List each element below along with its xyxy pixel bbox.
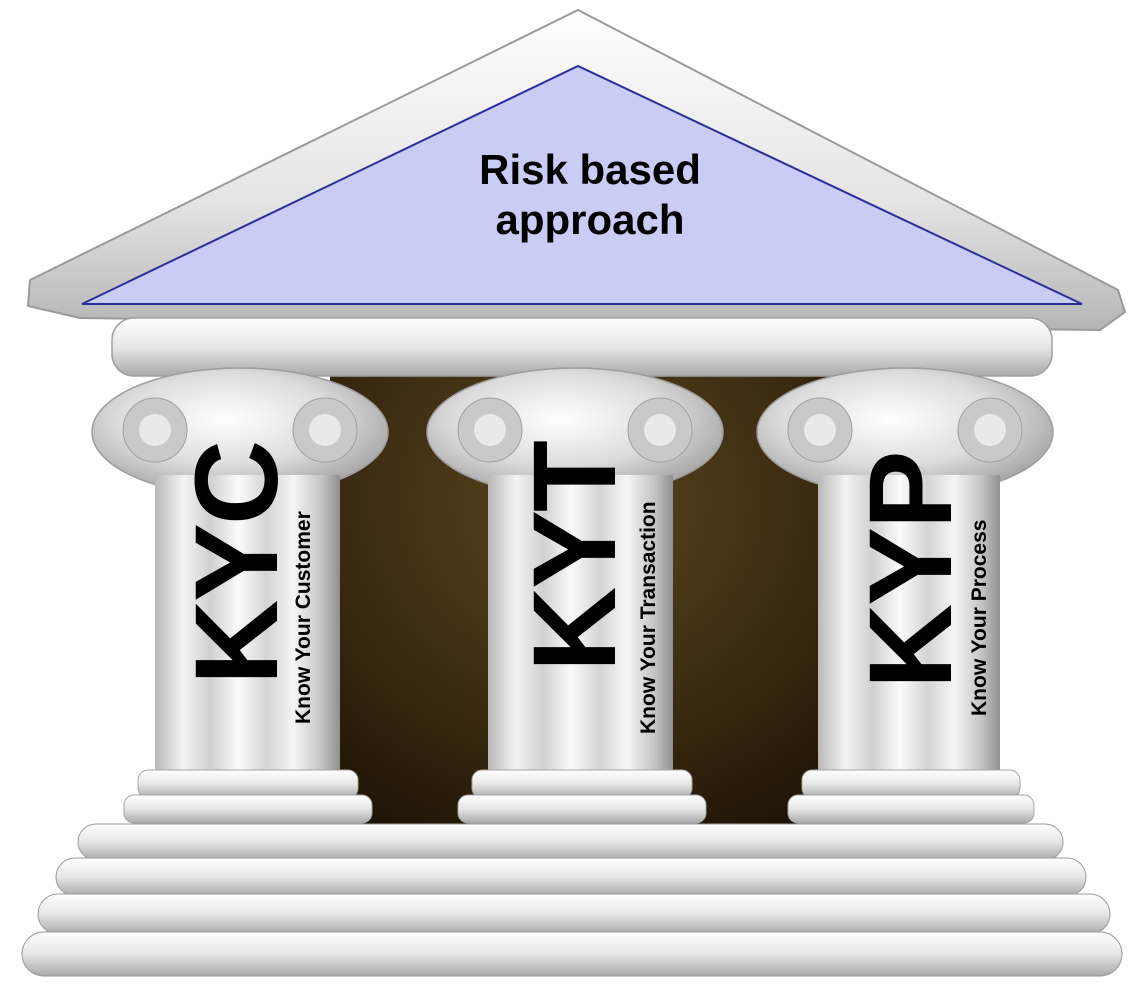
roof-title: Risk based approach xyxy=(390,145,790,245)
column-kyt xyxy=(426,367,724,824)
pillar-abbr-kyc: KYC xyxy=(171,441,303,685)
temple-steps xyxy=(21,823,1123,977)
pillar-full-kyp: Know Your Process xyxy=(968,519,991,716)
pillar-full-kyt: Know Your Transaction xyxy=(637,501,660,734)
roof-title-line1: Risk based xyxy=(479,146,701,193)
column-kyc xyxy=(91,367,389,824)
roof-title-line2: approach xyxy=(495,196,685,243)
pillar-abbr-kyp: KYP xyxy=(845,452,977,689)
pillar-full-kyc: Know Your Customer xyxy=(292,511,315,724)
roof-pediment xyxy=(81,64,1083,305)
column-kyp xyxy=(756,367,1054,824)
pillar-abbr-kyt: KYT xyxy=(509,442,641,672)
